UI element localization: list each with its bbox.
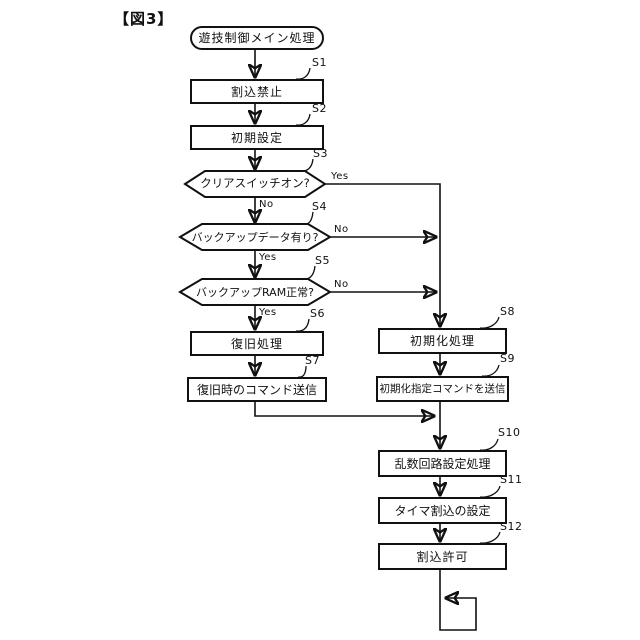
decision-s3-shape [183, 170, 327, 198]
start-terminal: 遊技制御メイン処理 [190, 26, 324, 50]
leader-s9 [481, 364, 500, 377]
branch-s5-yes: Yes [259, 307, 277, 318]
process-s8: 初期化処理 [378, 328, 507, 354]
step-id-s9: S9 [500, 352, 515, 365]
decision-s4-label: バックアップデータ有り? [191, 230, 319, 244]
step-id-s11: S11 [500, 473, 523, 486]
step-id-s3: S3 [313, 147, 328, 160]
step-id-s7: S7 [305, 354, 320, 367]
process-s2: 初期設定 [190, 125, 324, 150]
leader-s4 [302, 211, 314, 225]
leader-s11 [479, 485, 501, 498]
decision-s3-label: クリアスイッチオン? [200, 176, 310, 191]
decision-s4-shape [178, 223, 332, 251]
leader-s12 [479, 531, 501, 544]
process-s10: 乱数回路設定処理 [378, 450, 507, 477]
step-id-s1: S1 [312, 56, 327, 69]
leader-s8 [479, 316, 500, 329]
step-id-s5: S5 [315, 254, 330, 267]
loop-back-line [439, 566, 477, 631]
process-s12: 割込許可 [378, 543, 507, 570]
process-s6: 復旧処理 [190, 331, 324, 356]
process-s11: タイマ割込の設定 [378, 497, 507, 524]
branch-s4-no: No [334, 224, 349, 235]
step-id-s12: S12 [500, 520, 523, 533]
arrow-s7-merge [254, 398, 434, 416]
line-s3-yes-right-down [325, 183, 440, 326]
decision-s5-label: バックアップRAM正常? [195, 285, 315, 299]
branch-s3-no: No [259, 199, 274, 210]
decision-s5-shape [178, 278, 332, 306]
branch-s4-yes: Yes [259, 252, 277, 263]
figure-label: 【図3】 [114, 10, 174, 28]
branch-s5-no: No [334, 279, 349, 290]
leader-s1 [295, 67, 311, 80]
branch-s3-yes: Yes [331, 171, 349, 182]
process-s1: 割込禁止 [190, 79, 324, 104]
process-s9: 初期化指定コマンドを送信 [376, 376, 509, 402]
step-id-s6: S6 [310, 307, 325, 320]
leader-s6 [295, 318, 310, 332]
leader-s2 [295, 113, 311, 126]
leader-s3 [299, 158, 314, 172]
step-id-s10: S10 [498, 426, 521, 439]
step-id-s4: S4 [312, 200, 327, 213]
leader-s5 [302, 265, 316, 280]
process-s7: 復旧時のコマンド送信 [187, 377, 327, 402]
step-id-s2: S2 [312, 102, 327, 115]
leader-s7 [297, 365, 307, 378]
leader-s10 [479, 438, 499, 451]
step-id-s8: S8 [500, 305, 515, 318]
